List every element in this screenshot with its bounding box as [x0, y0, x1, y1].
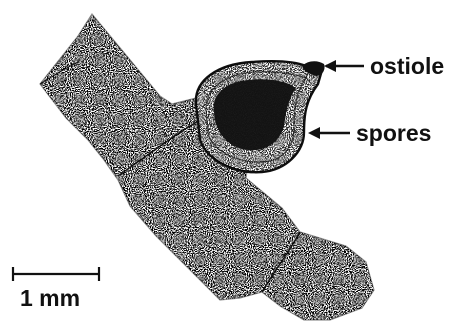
ostiole-label: ostiole: [370, 53, 444, 79]
spores-label: spores: [356, 120, 431, 146]
ostiole-arrow: [324, 60, 364, 72]
spores-arrow: [308, 127, 350, 139]
scale-bar-label: 1 mm: [20, 285, 80, 311]
scale-bar: [12, 267, 100, 281]
